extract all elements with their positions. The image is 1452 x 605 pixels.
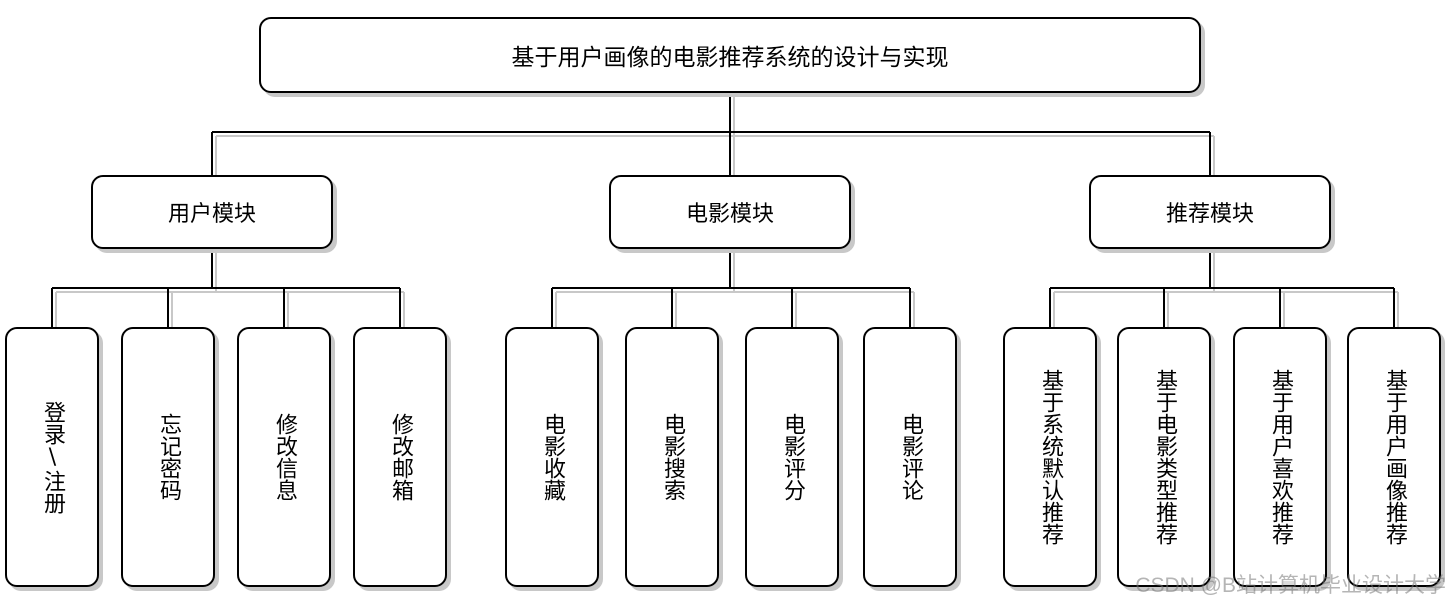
module-label: 用户模块 (167, 202, 256, 227)
leaf-node-movie-comment: 电影评论 (863, 327, 957, 587)
module-label: 电影模块 (685, 202, 774, 227)
leaf-label: 忘记密码 (156, 413, 181, 501)
leaf-node-edit-info: 修改信息 (237, 327, 331, 587)
leaf-node-portrait-recommend: 基于用户画像推荐 (1347, 327, 1441, 587)
leaf-label: 电影评论 (898, 413, 923, 501)
leaf-node-login-register: 登录\注册 (5, 327, 99, 587)
leaf-label: 登录\注册 (40, 400, 65, 514)
leaf-label: 基于用户喜欢推荐 (1268, 369, 1293, 545)
root-node: 基于用户画像的电影推荐系统的设计与实现 (259, 17, 1201, 93)
module-node-movie: 电影模块 (609, 175, 851, 249)
leaf-label: 电影收藏 (540, 413, 565, 501)
watermark: CSDN @B站计算机毕业设计大学 (1135, 574, 1446, 597)
leaf-label: 电影评分 (780, 413, 805, 501)
leaf-node-movie-rating: 电影评分 (745, 327, 839, 587)
leaf-node-movie-search: 电影搜索 (625, 327, 719, 587)
leaf-node-genre-recommend: 基于电影类型推荐 (1117, 327, 1211, 587)
leaf-label: 基于电影类型推荐 (1152, 369, 1177, 545)
leaf-label: 修改邮箱 (388, 413, 413, 501)
module-label: 推荐模块 (1165, 202, 1254, 227)
module-node-user: 用户模块 (91, 175, 333, 249)
module-node-recommend: 推荐模块 (1089, 175, 1331, 249)
root-label: 基于用户画像的电影推荐系统的设计与实现 (511, 45, 949, 71)
leaf-node-likes-recommend: 基于用户喜欢推荐 (1233, 327, 1327, 587)
leaf-label: 修改信息 (272, 413, 297, 501)
leaf-label: 基于用户画像推荐 (1382, 369, 1407, 545)
leaf-node-forgot-password: 忘记密码 (121, 327, 215, 587)
leaf-node-edit-email: 修改邮箱 (353, 327, 447, 587)
leaf-label: 基于系统默认推荐 (1038, 369, 1063, 545)
leaf-node-default-recommend: 基于系统默认推荐 (1003, 327, 1097, 587)
leaf-node-movie-favorite: 电影收藏 (505, 327, 599, 587)
leaf-label: 电影搜索 (660, 413, 685, 501)
